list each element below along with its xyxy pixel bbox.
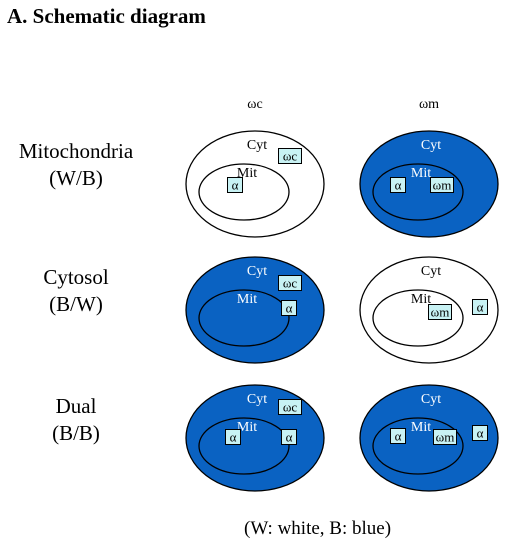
tag-box xyxy=(227,177,243,193)
tag-box xyxy=(390,177,406,193)
tag-label: ωm xyxy=(433,178,452,193)
tag-box xyxy=(428,304,452,320)
tag-box xyxy=(281,429,297,445)
tag-box xyxy=(472,299,488,315)
row-label-dual: Dual (B/B) xyxy=(6,393,146,447)
tag-label: α xyxy=(286,430,293,445)
protein-tag: α xyxy=(472,299,488,315)
column-header-wc: ωc xyxy=(247,97,263,112)
tag-label: ωc xyxy=(283,400,298,415)
protein-tag: α xyxy=(390,428,406,444)
mit-label: Mit xyxy=(411,420,431,435)
protein-tag: α xyxy=(227,177,243,193)
tag-label: α xyxy=(477,300,484,315)
mitochondria-compartment xyxy=(198,417,290,475)
cyt-label: Cyt xyxy=(421,264,441,279)
protein-tag: ωc xyxy=(278,399,302,415)
tag-box xyxy=(281,300,297,316)
tag-box xyxy=(278,275,302,291)
tag-box xyxy=(430,177,454,193)
cyt-label: Cyt xyxy=(247,392,267,407)
mit-label: Mit xyxy=(237,292,257,307)
tag-box xyxy=(278,148,302,164)
protein-tag: ωc xyxy=(278,275,302,291)
tag-box xyxy=(472,425,488,441)
cyt-label: Cyt xyxy=(421,138,441,153)
protein-tag: ωm xyxy=(433,429,457,445)
mitochondria-compartment xyxy=(198,163,290,221)
mit-label: Mit xyxy=(411,292,431,307)
mitochondria-compartment xyxy=(198,289,290,347)
protein-tag: α xyxy=(472,425,488,441)
protein-tag: α xyxy=(390,177,406,193)
mit-label: Mit xyxy=(411,166,431,181)
row-name: Cytosol xyxy=(43,265,109,289)
cyt-label: Cyt xyxy=(421,392,441,407)
tag-label: α xyxy=(232,178,239,193)
cyt-label: Cyt xyxy=(247,138,267,153)
tag-label: α xyxy=(230,430,237,445)
row-name: Mitochondria xyxy=(18,139,134,163)
protein-tag: ωm xyxy=(428,304,452,320)
row-label-cytosol: Cytosol (B/W) xyxy=(6,264,146,318)
tag-box xyxy=(433,429,457,445)
tag-box xyxy=(225,429,241,445)
tag-label: α xyxy=(286,301,293,316)
protein-tag: ωm xyxy=(430,177,454,193)
tag-label: ωc xyxy=(283,276,298,291)
tag-box xyxy=(390,428,406,444)
protein-tag: ωc xyxy=(278,148,302,164)
tag-label: ωc xyxy=(283,149,298,164)
tag-box xyxy=(278,399,302,415)
column-header-wm: ωm xyxy=(418,97,440,112)
protein-tag: α xyxy=(225,429,241,445)
tag-label: α xyxy=(395,178,402,193)
row-code: (W/B) xyxy=(49,166,103,190)
tag-label: α xyxy=(395,429,402,444)
protein-tag: α xyxy=(281,300,297,316)
row-code: (B/W) xyxy=(49,292,103,316)
row-code: (B/B) xyxy=(52,421,100,445)
row-label-mitochondria: Mitochondria (W/B) xyxy=(6,138,146,192)
mit-label: Mit xyxy=(237,420,257,435)
tag-label: α xyxy=(477,426,484,441)
color-legend-note: (W: white, B: blue) xyxy=(244,518,392,539)
protein-tag: α xyxy=(281,429,297,445)
tag-label: ωm xyxy=(436,430,455,445)
tag-label: ωm xyxy=(431,305,450,320)
figure-title: A. Schematic diagram xyxy=(7,4,206,28)
row-name: Dual xyxy=(55,394,97,418)
cyt-label: Cyt xyxy=(247,264,267,279)
